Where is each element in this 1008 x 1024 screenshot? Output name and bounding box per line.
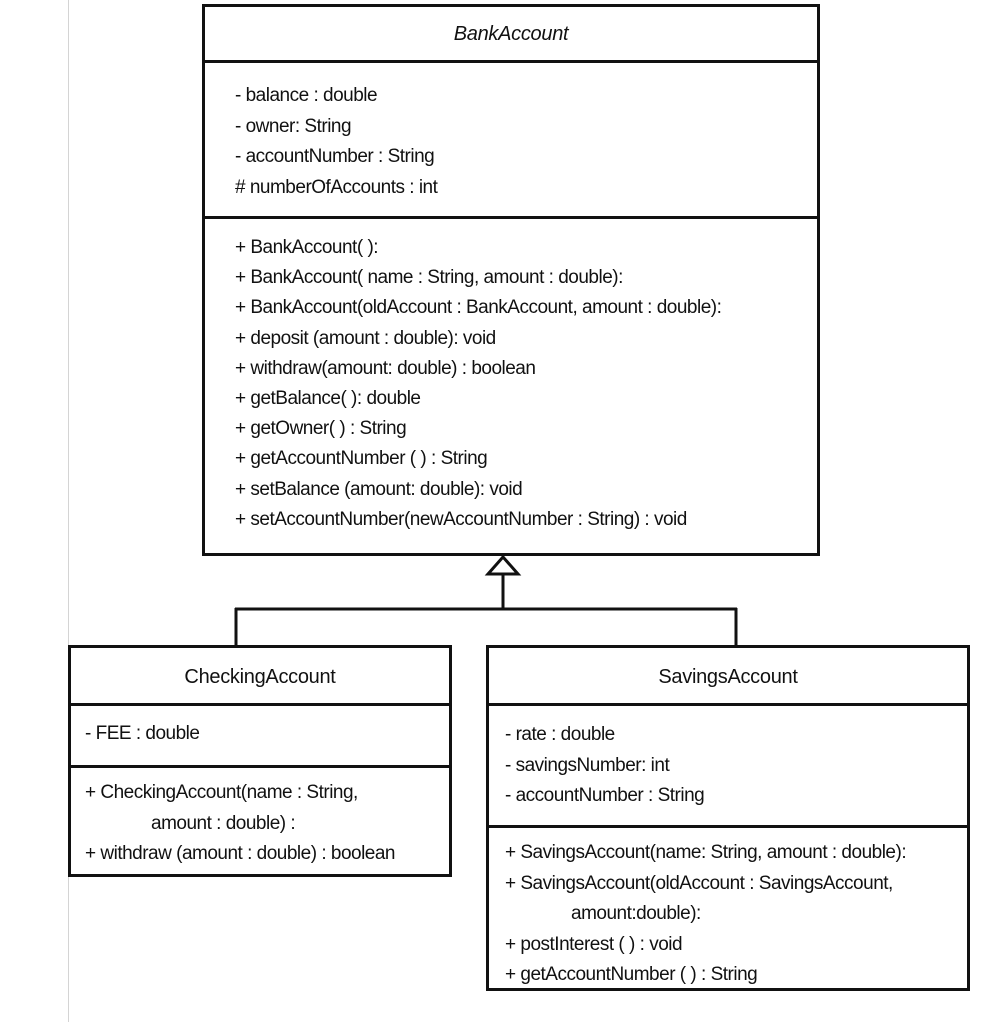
operation-line: + withdraw(amount: double) : boolean: [235, 357, 536, 379]
operation-line: + deposit (amount : double): void: [235, 327, 496, 349]
operation-line: + postInterest ( ) : void: [505, 933, 683, 955]
checkingaccount-operations: + CheckingAccount(name : String, amount …: [71, 768, 449, 870]
attribute-line: - owner: String: [235, 115, 352, 137]
attribute-line: - savingsNumber: int: [505, 754, 670, 776]
operation-line: + SavingsAccount(name: String, amount : …: [505, 842, 907, 863]
bankaccount-attributes: - balance : double - owner: String - acc…: [205, 63, 817, 219]
attribute-line: - FEE : double: [85, 723, 200, 744]
operation-line: + getBalance( ): double: [235, 388, 421, 410]
bankaccount-operations: + BankAccount( ): + BankAccount( name : …: [205, 219, 817, 535]
operation-line: + setAccountNumber(newAccountNumber : St…: [235, 508, 687, 530]
attribute-line: - balance : double: [235, 85, 378, 106]
bankaccount-class-box: BankAccount - balance : double - owner: …: [202, 4, 820, 556]
savingsaccount-class-box: SavingsAccount - rate : double - savings…: [486, 645, 970, 991]
operation-line: + getAccountNumber ( ) : String: [505, 964, 758, 985]
savingsaccount-attributes: - rate : double - savingsNumber: int - a…: [489, 706, 967, 828]
page-margin-rule: [68, 0, 69, 1022]
attribute-line: - accountNumber : String: [505, 785, 705, 806]
operation-line: + BankAccount( name : String, amount : d…: [235, 267, 623, 289]
operation-line: + getAccountNumber ( ) : String: [235, 448, 488, 470]
savingsaccount-class-name: SavingsAccount: [489, 648, 967, 706]
attribute-line: # numberOfAccounts : int: [235, 176, 438, 198]
savingsaccount-operations: + SavingsAccount(name: String, amount : …: [489, 828, 967, 991]
operation-line: amount : double) :: [151, 812, 296, 834]
inheritance-arrowhead: [484, 554, 522, 576]
attribute-line: - rate : double: [505, 724, 615, 745]
checkingaccount-class-name: CheckingAccount: [71, 648, 449, 706]
operation-line: + withdraw (amount : double) : boolean: [85, 843, 396, 864]
bankaccount-class-name: BankAccount: [205, 7, 817, 63]
operation-line: + BankAccount( ):: [235, 237, 379, 258]
checkingaccount-class-box: CheckingAccount - FEE : double + Checkin…: [68, 645, 452, 877]
operation-line: + CheckingAccount(name : String,: [85, 782, 358, 803]
attribute-line: - accountNumber : String: [235, 146, 435, 167]
operation-line: + SavingsAccount(oldAccount : SavingsAcc…: [505, 872, 893, 894]
operation-line: + BankAccount(oldAccount : BankAccount, …: [235, 297, 722, 319]
operation-line: + getOwner( ) : String: [235, 418, 407, 440]
operation-line: amount:double):: [571, 903, 701, 924]
checkingaccount-attributes: - FEE : double: [71, 706, 449, 768]
operation-line: + setBalance (amount: double): void: [235, 478, 523, 500]
